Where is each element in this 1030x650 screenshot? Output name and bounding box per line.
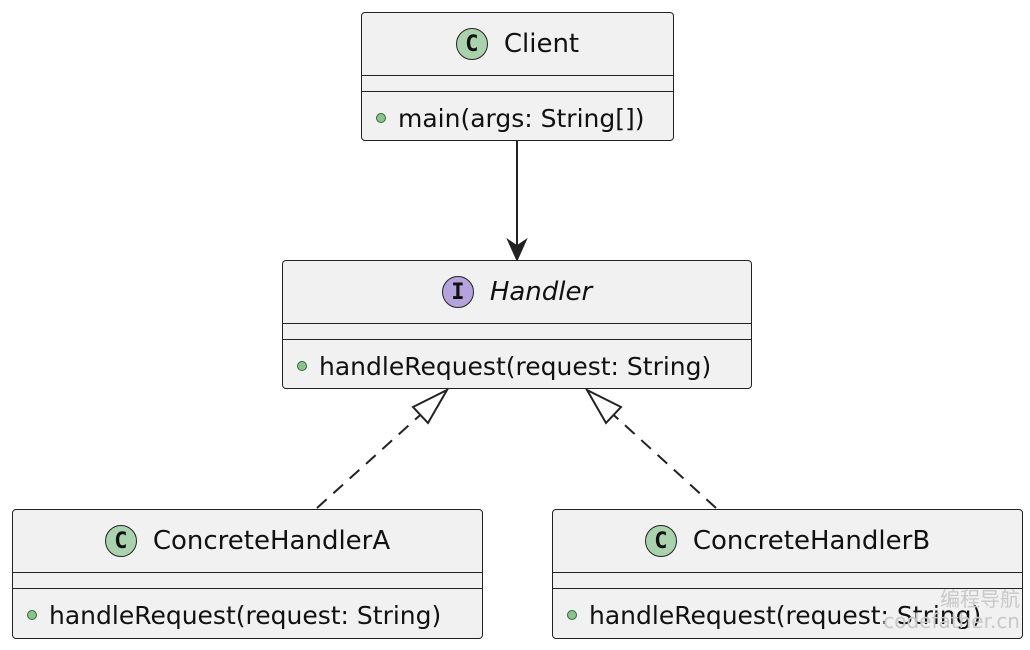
attributes-separator bbox=[13, 572, 482, 573]
association-arrowhead bbox=[506, 237, 528, 262]
realization-line-b bbox=[605, 407, 717, 509]
class-client: C Client main(args: String[]) bbox=[361, 12, 674, 141]
public-method-icon bbox=[567, 610, 577, 620]
methods-separator bbox=[362, 91, 673, 92]
realization-arrowhead-b bbox=[584, 387, 623, 425]
watermark-line-1: 编程导航 bbox=[940, 587, 1020, 611]
attributes-separator bbox=[283, 323, 751, 324]
method-row: handleRequest(request: String) bbox=[567, 598, 1014, 632]
class-name: ConcreteHandlerB bbox=[692, 526, 931, 556]
public-method-icon bbox=[297, 361, 307, 371]
public-method-icon bbox=[376, 113, 386, 123]
attributes-separator bbox=[362, 75, 673, 76]
class-header: C Client bbox=[362, 13, 673, 75]
interface-name: Handler bbox=[489, 277, 593, 307]
methods-separator bbox=[553, 588, 1022, 589]
class-name: ConcreteHandlerA bbox=[152, 526, 391, 556]
class-header: C ConcreteHandlerA bbox=[13, 510, 482, 572]
methods-separator bbox=[283, 339, 751, 340]
class-concrete-handler-a: C ConcreteHandlerA handleRequest(request… bbox=[12, 509, 483, 639]
attributes-separator bbox=[553, 572, 1022, 573]
interface-i-icon: I bbox=[441, 276, 474, 308]
realization-arrowhead-a bbox=[411, 387, 450, 425]
method-signature: handleRequest(request: String) bbox=[319, 351, 712, 381]
class-c-icon: C bbox=[644, 525, 677, 557]
class-header: I Handler bbox=[283, 261, 751, 323]
watermark-line-2: codefather.cn bbox=[883, 609, 1020, 633]
class-header: C ConcreteHandlerB bbox=[553, 510, 1022, 572]
class-c-icon: C bbox=[455, 28, 488, 60]
realization-line-a bbox=[316, 407, 429, 509]
methods-separator bbox=[13, 588, 482, 589]
class-name: Client bbox=[503, 29, 580, 59]
method-row: handleRequest(request: String) bbox=[27, 598, 474, 632]
method-signature: main(args: String[]) bbox=[398, 103, 645, 133]
public-method-icon bbox=[27, 610, 37, 620]
watermark: 编程导航 codefather.cn bbox=[883, 588, 1020, 632]
method-row: handleRequest(request: String) bbox=[297, 349, 743, 383]
class-c-icon: C bbox=[104, 525, 137, 557]
method-signature: handleRequest(request: String) bbox=[589, 600, 982, 630]
method-signature: handleRequest(request: String) bbox=[49, 600, 442, 630]
class-concrete-handler-b: C ConcreteHandlerB handleRequest(request… bbox=[552, 509, 1023, 639]
method-row: main(args: String[]) bbox=[376, 101, 665, 135]
interface-handler: I Handler handleRequest(request: String) bbox=[282, 260, 752, 389]
